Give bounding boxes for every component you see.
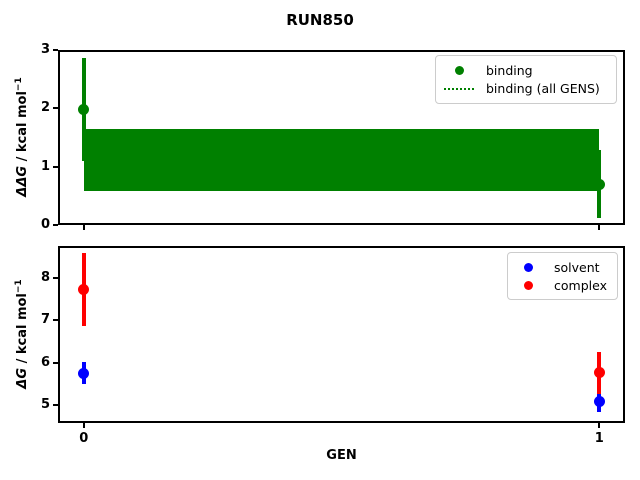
top-legend: binding binding (all GENS): [435, 55, 617, 104]
complex-dot-icon: [523, 280, 533, 290]
y-tick-mark: [53, 107, 58, 110]
legend-label-complex: complex: [554, 277, 607, 293]
y-tick-mark: [53, 277, 58, 280]
data-point-binding: [78, 104, 90, 115]
legend-label-binding: binding: [486, 63, 533, 78]
y-tick-mark: [53, 49, 58, 51]
data-point-complex: [593, 367, 605, 379]
bottom-plot-axes: solvent complex 5 6 7 8 0 1: [41, 246, 625, 446]
legend-item-binding-all-gens: binding (all GENS): [436, 81, 616, 96]
bottom-axes-bottom-spine: [58, 421, 625, 423]
binding-dot-icon: [454, 66, 464, 75]
solvent-dot-icon: [523, 262, 533, 272]
y-tick-label: 8: [40, 270, 50, 286]
bottom-axes-left-spine: [58, 246, 60, 423]
x-tick-mark: [82, 423, 85, 428]
legend-item-complex: complex: [508, 278, 617, 293]
bottom-axes-right-spine: [623, 246, 625, 423]
x-axis-label: GEN: [326, 448, 357, 463]
top-axes-bottom-spine: [58, 223, 625, 225]
data-point-binding: [593, 178, 605, 190]
y-tick-mark: [53, 165, 58, 168]
y-tick-label: 7: [40, 312, 50, 328]
uncertainty-band-binding-all-gens-: [83, 129, 600, 192]
figure-title: RUN850: [286, 11, 354, 29]
data-point-solvent: [593, 396, 605, 408]
y-tick-mark: [53, 319, 58, 322]
bottom-legend: solvent complex: [507, 252, 618, 300]
y-tick-label: 5: [40, 396, 50, 412]
y-tick-mark: [53, 224, 58, 226]
y-tick-label: 0: [40, 217, 50, 232]
x-tick-label: 1: [594, 431, 604, 446]
top-axes-top-spine: [58, 50, 625, 52]
bottom-axes-top-spine: [58, 246, 625, 248]
x-tick-label: 0: [79, 431, 89, 446]
legend-marker-cell: [516, 280, 540, 290]
data-point-solvent: [78, 367, 90, 379]
data-point-complex: [78, 284, 90, 295]
y-tick-label: 1: [40, 158, 50, 174]
y-tick-label: 2: [40, 100, 50, 116]
x-tick-mark: [82, 225, 85, 230]
legend-label-binding-all-gens: binding (all GENS): [486, 81, 600, 96]
x-tick-mark: [598, 423, 601, 428]
y-tick-label: 6: [40, 354, 50, 370]
legend-marker-cell: [444, 66, 474, 75]
top-y-axis-label-text: ΔΔG / kcal mol−1: [14, 77, 30, 196]
legend-item-solvent: solvent: [508, 260, 617, 275]
x-tick-mark: [598, 225, 601, 230]
legend-label-solvent: solvent: [554, 259, 600, 275]
top-axes-left-spine: [58, 50, 60, 225]
legend-marker-cell: [516, 262, 540, 272]
top-ylabel-superscript: −1: [13, 77, 24, 92]
y-tick-label: 3: [40, 42, 50, 57]
legend-marker-cell: [444, 87, 474, 90]
dotted-line-icon: [444, 87, 474, 90]
top-axes-right-spine: [623, 50, 625, 225]
bottom-y-axis-label-text: ΔG / kcal mol−1: [14, 279, 30, 388]
legend-item-binding: binding: [436, 63, 616, 78]
top-plot-axes: binding binding (all GENS) 0 1 2 3: [41, 42, 625, 232]
y-tick-mark: [53, 403, 58, 406]
y-tick-mark: [53, 361, 58, 364]
